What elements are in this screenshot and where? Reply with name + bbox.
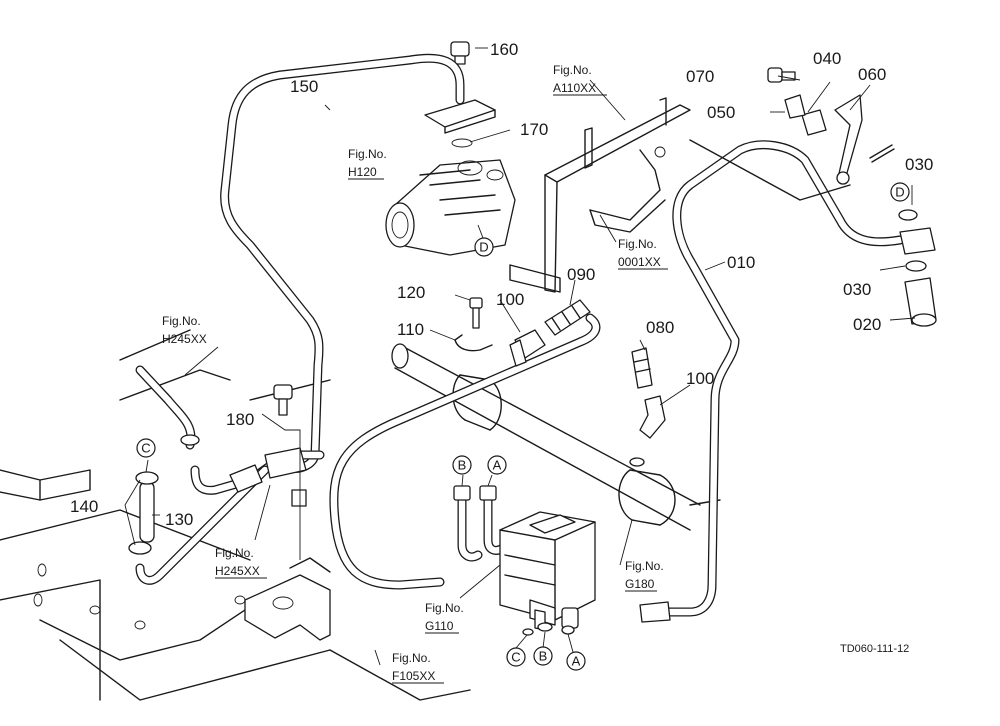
svg-text:B: B	[539, 649, 548, 664]
part-120-label: 120	[397, 283, 425, 302]
fig-ref-a110xx: Fig.No. A110XX	[553, 63, 607, 96]
svg-text:G180: G180	[625, 577, 655, 591]
part-labels: 160 150 170 070 040 060 050 030 010 030 …	[70, 40, 933, 529]
part-060-label: 060	[858, 65, 886, 84]
axle-shaft	[391, 343, 721, 531]
fig-ref-h120: Fig.No. H120	[348, 147, 387, 180]
part-030a-label: 030	[905, 155, 933, 174]
pipe-loop-lower	[329, 313, 601, 590]
svg-text:Fig.No.: Fig.No.	[348, 147, 387, 161]
svg-text:A110XX: A110XX	[553, 81, 596, 95]
svg-text:C: C	[141, 441, 150, 456]
drawing-code: TD060-111-12	[840, 643, 909, 655]
svg-text:Fig.No.: Fig.No.	[425, 601, 464, 615]
svg-text:Fig.No.: Fig.No.	[625, 559, 664, 573]
right-fittings	[689, 67, 937, 327]
leader-lines	[124, 47, 916, 666]
svg-text:C: C	[511, 650, 520, 665]
callout-d-pump: D	[474, 237, 494, 257]
svg-text:G110: G110	[425, 619, 454, 633]
part-140-label: 140	[70, 497, 98, 516]
part-100b-label: 100	[686, 369, 714, 388]
callout-c-left: C	[136, 438, 156, 458]
part-130-label: 130	[165, 510, 193, 529]
part-150-label: 150	[290, 77, 318, 96]
clamp-110	[454, 297, 493, 352]
part-180-label: 180	[226, 410, 254, 429]
hydraulic-pump	[385, 159, 516, 256]
part-050-label: 050	[707, 103, 735, 122]
svg-text:A: A	[572, 654, 581, 669]
svg-text:Fig.No.: Fig.No.	[553, 63, 592, 77]
svg-text:D: D	[895, 185, 904, 200]
svg-text:B: B	[458, 458, 467, 473]
part-160-label: 160	[490, 40, 518, 59]
callout-a-bottom: A	[566, 651, 586, 671]
steering-bracket	[509, 97, 691, 293]
svg-text:Fig.No.: Fig.No.	[392, 651, 431, 665]
part-090-label: 090	[567, 265, 595, 284]
fitting-080	[629, 347, 666, 467]
fig-ref-h245xx-bottom: Fig.No. H245XX	[215, 546, 267, 579]
svg-text:F105XX: F105XX	[392, 669, 435, 683]
fig-ref-0001xx: Fig.No. 0001XX	[618, 237, 668, 270]
control-valve	[499, 511, 671, 636]
svg-text:Fig.No.: Fig.No.	[215, 546, 254, 560]
pipe-010	[645, 140, 905, 617]
callout-a-top: A	[487, 455, 507, 475]
hose-090	[509, 299, 591, 367]
part-030b-label: 030	[843, 280, 871, 299]
fig-ref-g110: Fig.No. G110	[425, 601, 464, 634]
part-070-label: 070	[686, 67, 714, 86]
pump-flange-fitting	[424, 41, 496, 148]
svg-text:H120: H120	[348, 165, 377, 179]
part-170-label: 170	[520, 120, 548, 139]
part-110-label: 110	[397, 320, 424, 339]
chassis-frame	[0, 329, 471, 701]
part-100a-label: 100	[496, 290, 524, 309]
callout-b-top: B	[452, 455, 472, 475]
svg-text:H245XX: H245XX	[215, 564, 260, 578]
svg-text:Fig.No.: Fig.No.	[162, 314, 201, 328]
fig-ref-f105xx: Fig.No. F105XX	[392, 651, 444, 684]
svg-text:0001XX: 0001XX	[618, 255, 661, 269]
part-010-label: 010	[727, 253, 755, 272]
svg-text:Fig.No.: Fig.No.	[618, 237, 657, 251]
part-080-label: 080	[646, 318, 674, 337]
svg-text:H245XX: H245XX	[162, 332, 207, 346]
part-020-label: 020	[853, 315, 881, 334]
svg-text:A: A	[493, 458, 502, 473]
lower-bracket	[244, 489, 331, 641]
fig-references: Fig.No. A110XX Fig.No. H120 Fig.No. 0001…	[162, 63, 668, 684]
part-040-label: 040	[813, 49, 841, 68]
callout-d-right: D	[890, 182, 910, 202]
callout-c-bottom: C	[506, 647, 526, 667]
svg-text:D: D	[479, 240, 488, 255]
fig-ref-h245xx-top: Fig.No. H245XX	[162, 314, 207, 346]
callout-b-bottom: B	[533, 646, 553, 666]
left-hose-assembly	[128, 365, 325, 585]
hoses-a-b	[453, 485, 508, 562]
fig-ref-g180: Fig.No. G180	[625, 559, 664, 592]
